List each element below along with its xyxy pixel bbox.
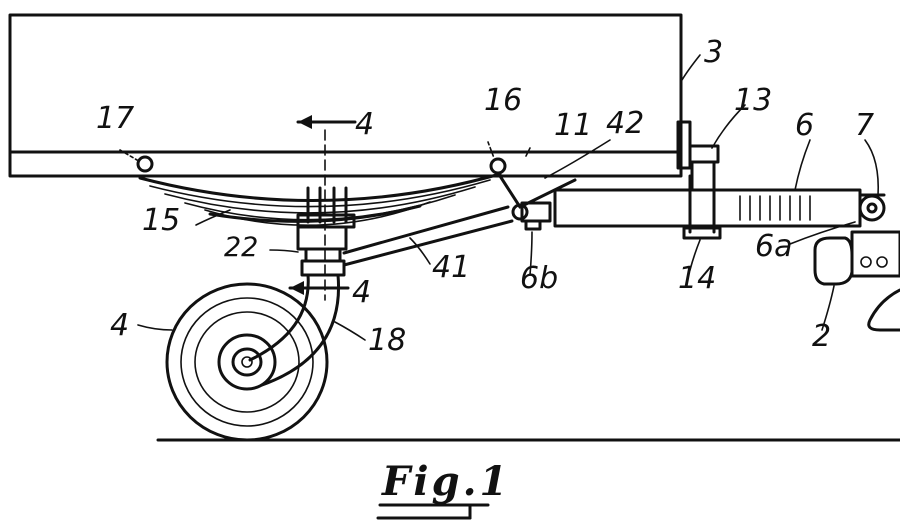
label-16: 16 bbox=[484, 83, 522, 118]
clamp-13 bbox=[678, 122, 720, 238]
tow-bar bbox=[555, 190, 860, 226]
figure-caption: Fig.1 bbox=[378, 458, 510, 518]
label-4-mid: 4 bbox=[352, 275, 371, 310]
label-41: 41 bbox=[432, 250, 470, 285]
label-4-top: 4 bbox=[355, 107, 374, 142]
coupler-7 bbox=[860, 195, 884, 220]
leaf-spring bbox=[140, 174, 500, 227]
kingpin-housing bbox=[298, 227, 346, 275]
bracket-42 bbox=[498, 148, 575, 207]
label-6: 6 bbox=[795, 108, 814, 143]
label-22: 22 bbox=[224, 232, 258, 263]
reference-labels: 3 17 16 11 42 13 6 7 4 15 22 41 6b 14 6a… bbox=[96, 35, 874, 358]
label-15: 15 bbox=[142, 203, 180, 238]
label-6b: 6b bbox=[520, 261, 558, 296]
label-3: 3 bbox=[704, 35, 723, 70]
label-7: 7 bbox=[855, 108, 874, 143]
label-42: 42 bbox=[606, 106, 644, 141]
hitch-2 bbox=[815, 232, 900, 330]
label-4-wheel: 4 bbox=[110, 308, 129, 343]
label-17: 17 bbox=[96, 101, 134, 136]
shackle-bolt-16 bbox=[488, 142, 505, 173]
trailer-body bbox=[10, 15, 681, 176]
label-11: 11 bbox=[554, 108, 592, 143]
label-14: 14 bbox=[678, 261, 716, 296]
label-13: 13 bbox=[734, 83, 772, 118]
label-6a: 6a bbox=[755, 229, 792, 264]
caption-text: Fig.1 bbox=[381, 458, 510, 505]
label-2: 2 bbox=[812, 319, 831, 354]
label-18: 18 bbox=[368, 323, 406, 358]
